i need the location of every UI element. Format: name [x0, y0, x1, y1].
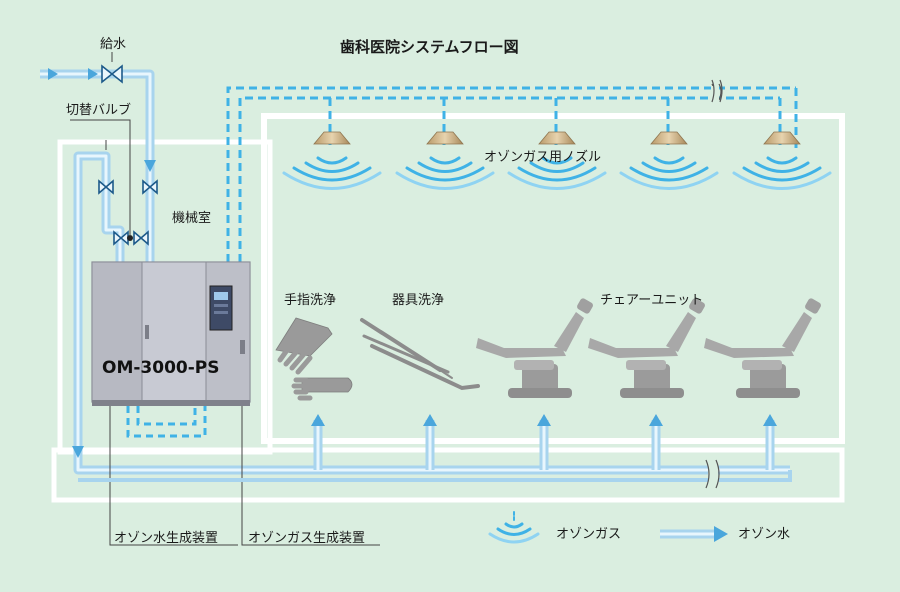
nozzle-2 [395, 130, 495, 190]
chair-unit-1 [476, 297, 595, 398]
leader-lines [70, 52, 380, 546]
water-break-mark [705, 459, 720, 489]
valve-left [98, 179, 114, 195]
machine-room-label: 機械室 [172, 210, 211, 226]
ozone-nozzle-label: オゾンガス用ノズル [484, 149, 601, 165]
nozzle-5 [732, 130, 832, 190]
switch-valve-a [113, 230, 129, 246]
riser-arrowheads [311, 414, 777, 426]
device-drain-line [126, 406, 207, 438]
switch-valve-junction [127, 235, 133, 241]
valve-right [142, 179, 158, 195]
ozone-water-generator-label: オゾン水生成装置 [114, 531, 218, 546]
chair-unit-label: チェアーユニット [600, 293, 703, 308]
switch-valve-label: 切替バルブ [66, 102, 131, 118]
water-flow-arrows [48, 68, 156, 458]
diagram-title: 歯科医院システムフロー図 [340, 38, 519, 56]
water-supply-label: 給水 [100, 37, 126, 52]
instrument-wash-icon [360, 318, 480, 391]
legend-ozone-water-label: オゾン水 [738, 527, 790, 542]
instrument-wash-label: 器具洗浄 [392, 293, 444, 308]
ozone-water-risers [78, 420, 792, 482]
ozone-gas-distribution-line [226, 86, 798, 262]
chair-units [476, 297, 823, 398]
pipe-corridor-frame [51, 447, 845, 503]
ozone-generator-device: OM-3000-PS [91, 261, 251, 406]
legend-ozone-gas-label: オゾンガス [556, 527, 621, 542]
room-frames [51, 113, 845, 503]
device-model-label: OM-3000-PS [102, 358, 220, 378]
chair-unit-2 [588, 297, 707, 398]
chair-unit-3 [704, 297, 823, 398]
legend-ozone-gas-icon [488, 511, 540, 544]
supply-valve [101, 64, 123, 84]
clinic-room-frame [261, 113, 845, 444]
valves [98, 64, 158, 246]
ozone-gas-generator-label: オゾンガス生成装置 [248, 531, 365, 546]
legend: オゾンガス オゾン水 [488, 511, 790, 544]
hand-wash-icon [275, 317, 353, 401]
hand-wash-label: 手指洗浄 [284, 293, 336, 308]
legend-ozone-water-icon [660, 526, 728, 542]
switch-valve-b [133, 230, 149, 246]
nozzle-4 [619, 130, 719, 190]
nozzle-1 [282, 130, 382, 190]
